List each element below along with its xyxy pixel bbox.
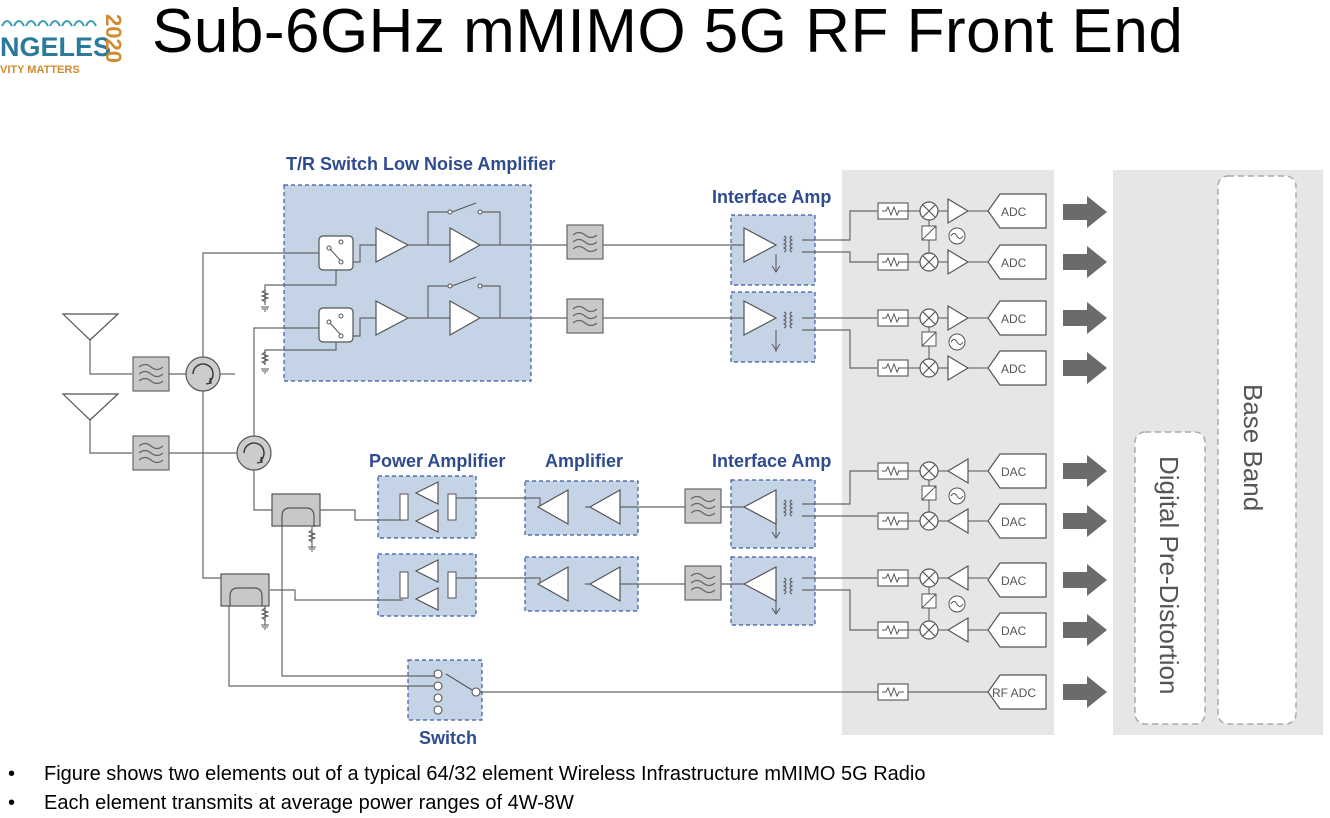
data-flow-arrow-icon: [1063, 505, 1107, 537]
tr-switch-lna-label: T/R Switch Low Noise Amplifier: [286, 154, 555, 174]
rf-switch-icon: [433, 669, 481, 715]
rf-front-end-diagram: Digital Pre-Distortion Base Band T/R Swi…: [61, 154, 1323, 748]
amplifier-label: Amplifier: [545, 451, 623, 471]
coupler-icon: [271, 493, 321, 527]
data-flow-arrow-icon: [1063, 455, 1107, 487]
adc-label: ADC: [1001, 312, 1027, 326]
logo-year-text: 2020: [101, 14, 126, 63]
conference-logo: NGELES VITY MATTERS 2020: [0, 14, 126, 76]
rx-chain-components: [877, 197, 988, 382]
power-amplifier-icon: [399, 481, 457, 611]
bullet-list: Figure shows two elements out of a typic…: [8, 760, 925, 818]
logo-name-text: NGELES: [0, 32, 111, 62]
antenna-icon: [61, 393, 120, 421]
data-flow-arrow-icon: [1063, 676, 1107, 708]
bandpass-filter-icon: [684, 488, 722, 524]
antenna-icon: [61, 313, 120, 341]
wave-icon: [1, 20, 97, 27]
bullet-item: Figure shows two elements out of a typic…: [8, 760, 925, 789]
power-amplifier-1-block: [377, 475, 477, 539]
lna-amplifier-icon: [375, 226, 482, 337]
bandpass-filter-icon: [132, 435, 170, 471]
tr-switch-lna-block: [283, 184, 532, 382]
driver-amplifier-icon: [536, 488, 621, 603]
data-flow-arrow-icon: [1063, 246, 1107, 278]
data-flow-arrow-icon: [1063, 196, 1107, 228]
circulator-icon: [236, 435, 272, 471]
interface-amp-icon: [742, 227, 778, 602]
data-flow-arrow-icon: [1063, 302, 1107, 334]
termination-icon: [260, 289, 317, 630]
logo-tagline-text: VITY MATTERS: [0, 64, 80, 76]
circulator-icon: [185, 356, 221, 392]
adc-label: ADC: [1001, 256, 1027, 270]
adc-label: ADC: [1001, 362, 1027, 376]
bandpass-filter-icon: [566, 224, 604, 260]
adc-label: ADC: [1001, 205, 1027, 219]
dac-label: DAC: [1001, 515, 1027, 529]
data-flow-arrow-icon: [1063, 564, 1107, 596]
attenuator-icon: [877, 683, 909, 701]
coupler-icon: [220, 573, 270, 607]
tx-chain-components: [877, 457, 988, 644]
base-band-block: [1217, 175, 1297, 725]
bandpass-filter-icon: [566, 298, 604, 334]
bandpass-filter-icon: [132, 356, 170, 392]
transformer-icon: [771, 235, 794, 615]
page-title: Sub-6GHz mMIMO 5G RF Front End: [152, 0, 1184, 66]
interface-amp-rx-label: Interface Amp: [712, 187, 831, 207]
dac-label: DAC: [1001, 624, 1027, 638]
dac-label: DAC: [1001, 574, 1027, 588]
switch-label: Switch: [419, 728, 477, 748]
digital-pre-distortion-block: [1134, 431, 1206, 725]
base-band-label: Base Band: [1238, 384, 1268, 511]
tr-switch-icon: [318, 235, 354, 271]
dac-label: DAC: [1001, 465, 1027, 479]
digital-pre-distortion-label: Digital Pre-Distortion: [1154, 456, 1184, 694]
rf-adc-label: RF ADC: [992, 686, 1036, 700]
power-amplifier-2-block: [377, 553, 477, 617]
bandpass-filter-icon: [684, 565, 722, 601]
interface-amp-tx-label: Interface Amp: [712, 451, 831, 471]
switch-block: [407, 659, 483, 721]
tr-switch-icon: [318, 307, 354, 343]
bypass-switch-icon: [447, 202, 483, 289]
data-flow-arrow-icon: [1063, 352, 1107, 384]
data-flow-arrow-icon: [1063, 614, 1107, 646]
bullet-item: Each element transmits at average power …: [8, 789, 925, 818]
power-amplifier-label: Power Amplifier: [369, 451, 505, 471]
